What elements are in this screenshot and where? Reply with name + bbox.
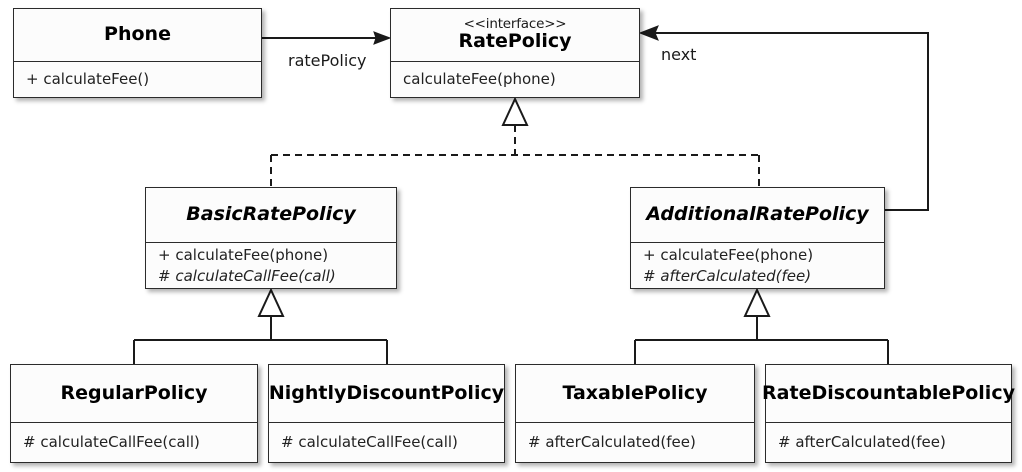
class-body-rate-discountable-policy: # afterCalculated(fee) bbox=[766, 423, 1011, 462]
class-header-additional-rate-policy: AdditionalRatePolicy bbox=[631, 188, 884, 243]
class-body-nightly-discount-policy: # calculateCallFee(call) bbox=[269, 423, 504, 462]
class-header-rate-policy: <<interface>> RatePolicy bbox=[391, 9, 639, 62]
class-name-regular-policy: RegularPolicy bbox=[60, 381, 208, 404]
class-box-regular-policy[interactable]: RegularPolicy # calculateCallFee(call) bbox=[10, 364, 258, 463]
class-body-basic-rate-policy: + calculateFee(phone) # calculateCallFee… bbox=[146, 243, 396, 288]
class-member: # calculateCallFee(call) bbox=[23, 433, 200, 452]
class-box-additional-rate-policy[interactable]: AdditionalRatePolicy + calculateFee(phon… bbox=[630, 187, 885, 289]
class-box-phone[interactable]: Phone + calculateFee() bbox=[13, 8, 262, 98]
class-name-basic-rate-policy: BasicRatePolicy bbox=[186, 203, 356, 226]
class-header-regular-policy: RegularPolicy bbox=[11, 365, 257, 423]
class-member: # calculateCallFee(call) bbox=[281, 433, 458, 452]
class-member-abstract: # calculateCallFee(call) bbox=[158, 266, 336, 285]
edge-additional-next-ratepolicy bbox=[638, 25, 929, 211]
class-header-basic-rate-policy: BasicRatePolicy bbox=[146, 188, 396, 243]
edge-generalization-additional bbox=[634, 287, 889, 364]
class-box-nightly-discount-policy[interactable]: NightlyDiscountPolicy # calculateCallFee… bbox=[268, 364, 505, 463]
class-member-abstract: # afterCalculated(fee) bbox=[643, 266, 812, 285]
class-body-additional-rate-policy: + calculateFee(phone) # afterCalculated(… bbox=[631, 243, 884, 288]
class-name-taxable-policy: TaxablePolicy bbox=[562, 381, 708, 404]
class-box-taxable-policy[interactable]: TaxablePolicy # afterCalculated(fee) bbox=[515, 364, 755, 463]
edge-phone-to-ratepolicy bbox=[262, 31, 392, 45]
class-name-additional-rate-policy: AdditionalRatePolicy bbox=[646, 203, 869, 226]
class-header-rate-discountable-policy: RateDiscountablePolicy bbox=[762, 365, 1015, 423]
class-member: calculateFee(phone) bbox=[403, 70, 556, 89]
edge-realization-tree bbox=[270, 96, 760, 187]
class-member: + calculateFee() bbox=[26, 70, 150, 89]
class-member: # afterCalculated(fee) bbox=[778, 433, 946, 452]
edge-label-next: next bbox=[661, 45, 697, 64]
class-body-phone: + calculateFee() bbox=[14, 62, 261, 97]
class-name-rate-policy: RatePolicy bbox=[458, 30, 572, 53]
class-header-nightly-discount-policy: NightlyDiscountPolicy bbox=[269, 365, 504, 423]
class-box-rate-discountable-policy[interactable]: RateDiscountablePolicy # afterCalculated… bbox=[762, 364, 1015, 463]
class-stereotype: <<interface>> bbox=[463, 16, 567, 33]
class-name-nightly-discount-policy: NightlyDiscountPolicy bbox=[268, 381, 505, 404]
class-member: # afterCalculated(fee) bbox=[528, 433, 696, 452]
class-name-rate-discountable-policy: RateDiscountablePolicy bbox=[762, 381, 1015, 404]
class-header-phone: Phone bbox=[14, 9, 261, 62]
class-member: + calculateFee(phone) bbox=[158, 246, 329, 265]
class-body-rate-policy: calculateFee(phone) bbox=[391, 62, 639, 97]
class-member: + calculateFee(phone) bbox=[643, 246, 814, 265]
edge-label-rate-policy: ratePolicy bbox=[288, 51, 367, 70]
class-name-phone: Phone bbox=[104, 23, 171, 46]
class-box-rate-policy[interactable]: <<interface>> RatePolicy calculateFee(ph… bbox=[390, 8, 640, 98]
class-body-taxable-policy: # afterCalculated(fee) bbox=[516, 423, 754, 462]
class-body-regular-policy: # calculateCallFee(call) bbox=[11, 423, 257, 462]
class-box-basic-rate-policy[interactable]: BasicRatePolicy + calculateFee(phone) # … bbox=[145, 187, 397, 289]
edge-generalization-basic bbox=[133, 287, 388, 364]
class-header-taxable-policy: TaxablePolicy bbox=[516, 365, 754, 423]
